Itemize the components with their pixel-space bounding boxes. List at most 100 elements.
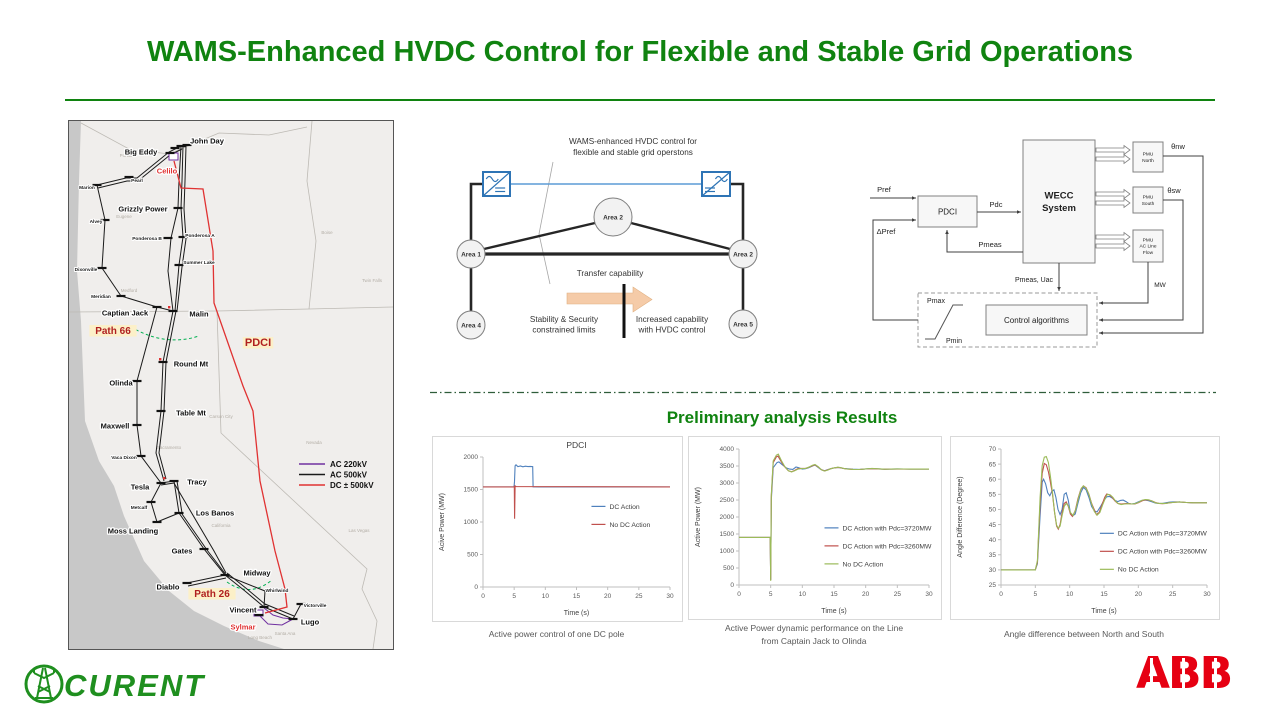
map-legend-label: AC 220kV bbox=[330, 460, 368, 469]
area-node: Area 2 bbox=[593, 197, 633, 237]
station-label: Round Mt bbox=[174, 360, 209, 369]
x-tick-label: 15 bbox=[573, 593, 581, 600]
hvdc-converter-icon bbox=[482, 171, 511, 197]
map-path-label: Path 66 bbox=[89, 325, 137, 337]
station-label: Grizzly Power bbox=[118, 205, 167, 214]
map-path-label-text: PDCI bbox=[245, 337, 271, 349]
area-node: Area 2 bbox=[728, 239, 758, 269]
curent-wordmark: CURENT bbox=[64, 668, 206, 703]
station-label-red: Sylmar bbox=[230, 623, 255, 632]
signal-arrow bbox=[1095, 153, 1131, 165]
signal-arrow bbox=[1095, 144, 1131, 156]
map-path-label: PDCI bbox=[242, 337, 274, 349]
x-tick-label: 10 bbox=[1066, 591, 1074, 598]
y-axis-label: Acive Power (MW) bbox=[439, 493, 446, 551]
chart-legend-label: No DC Action bbox=[843, 561, 884, 568]
chart-legend-label: No DC Action bbox=[1118, 567, 1159, 574]
station-label-small: Ponderosa A bbox=[185, 233, 215, 239]
map-city-label: Fresno bbox=[210, 511, 225, 516]
x-axis-label: Time (s) bbox=[821, 608, 846, 615]
station-label: John Day bbox=[190, 137, 225, 146]
x-tick-label: 5 bbox=[512, 593, 516, 600]
station-label: Vincent bbox=[230, 606, 257, 615]
station-label: Moss Landing bbox=[108, 527, 159, 536]
limiter-icon bbox=[925, 304, 963, 340]
area-label: Area 1 bbox=[461, 251, 481, 258]
map-legend-item: DC ± 500kV bbox=[299, 481, 374, 490]
x-tick-label: 15 bbox=[1100, 591, 1108, 598]
results-heading: Preliminary analysis Results bbox=[666, 408, 898, 427]
y-tick-label: 50 bbox=[989, 507, 997, 514]
x-tick-label: 0 bbox=[481, 593, 485, 600]
chart-legend-label: DC Action with Pdc=3720MW bbox=[1118, 531, 1208, 538]
x-tick-label: 0 bbox=[737, 591, 741, 598]
series-line bbox=[739, 461, 929, 580]
y-tick-label: 4000 bbox=[720, 446, 735, 453]
area-node: Area 4 bbox=[456, 310, 486, 340]
chart-caption-3: Angle difference between North and South bbox=[1003, 629, 1165, 639]
abb-slit bbox=[1150, 658, 1153, 694]
x-tick-label: 25 bbox=[1169, 591, 1177, 598]
dash-dot-separator bbox=[430, 391, 1216, 394]
x-tick-label: 10 bbox=[799, 591, 807, 598]
station-label-small: Pearl bbox=[131, 178, 143, 184]
chart-legend-label: DC Action with Pdc=3720MW bbox=[843, 525, 933, 532]
pdci-box-label: PDCI bbox=[938, 207, 957, 216]
signal-arrow bbox=[1095, 197, 1131, 209]
y-tick-label: 500 bbox=[723, 565, 734, 572]
pdci-box: PDCI bbox=[917, 195, 978, 228]
pdc-label: Pdc bbox=[990, 200, 1003, 209]
area-label: Area 4 bbox=[461, 322, 481, 329]
series-line bbox=[483, 484, 671, 519]
y-tick-label: 3500 bbox=[720, 463, 735, 470]
delta-pref-label: ΔPref bbox=[877, 227, 897, 236]
map-legend-label: AC 500kV bbox=[330, 470, 368, 479]
map-legend-item: AC 220kV bbox=[299, 460, 368, 469]
y-tick-label: 0 bbox=[474, 584, 478, 591]
map-path-label: Path 26 bbox=[188, 588, 236, 600]
map-city-label: Santa Ana bbox=[275, 631, 296, 636]
series-line bbox=[1001, 477, 1207, 571]
y-tick-label: 70 bbox=[989, 446, 997, 453]
area-node: Area 1 bbox=[456, 239, 486, 269]
signal-arrow bbox=[1095, 240, 1131, 252]
station-label: Maxwell bbox=[101, 422, 130, 431]
station-label-small: Meridian bbox=[91, 294, 111, 300]
station-label-small: Marion bbox=[79, 185, 95, 191]
map-legend-label: DC ± 500kV bbox=[330, 481, 374, 490]
map-path-label-text: Path 66 bbox=[95, 326, 131, 337]
area-label: Area 2 bbox=[733, 251, 753, 258]
chart-caption-1: Active power control of one DC pole bbox=[488, 629, 625, 639]
chart-legend-item: No DC Action bbox=[1099, 567, 1159, 574]
y-tick-label: 1500 bbox=[720, 531, 735, 538]
station-label: Olinda bbox=[109, 379, 133, 388]
y-tick-label: 65 bbox=[989, 461, 997, 468]
y-tick-label: 60 bbox=[989, 476, 997, 483]
mw-label: MW bbox=[1154, 282, 1166, 289]
y-tick-label: 2000 bbox=[464, 454, 479, 461]
map-city-label: Sacramento bbox=[157, 445, 182, 450]
map-city-label: Medford bbox=[121, 288, 138, 293]
map-city-label: Boise bbox=[321, 230, 333, 235]
chart-title: PDCI bbox=[566, 440, 586, 450]
station-label-small: Victorville bbox=[304, 603, 327, 609]
station-label-red: Celilo bbox=[157, 167, 178, 176]
map-city-label: California bbox=[211, 523, 231, 528]
station-label-small: Summer Lake bbox=[183, 260, 215, 266]
abb-slit bbox=[1214, 658, 1217, 694]
x-tick-label: 20 bbox=[862, 591, 870, 598]
